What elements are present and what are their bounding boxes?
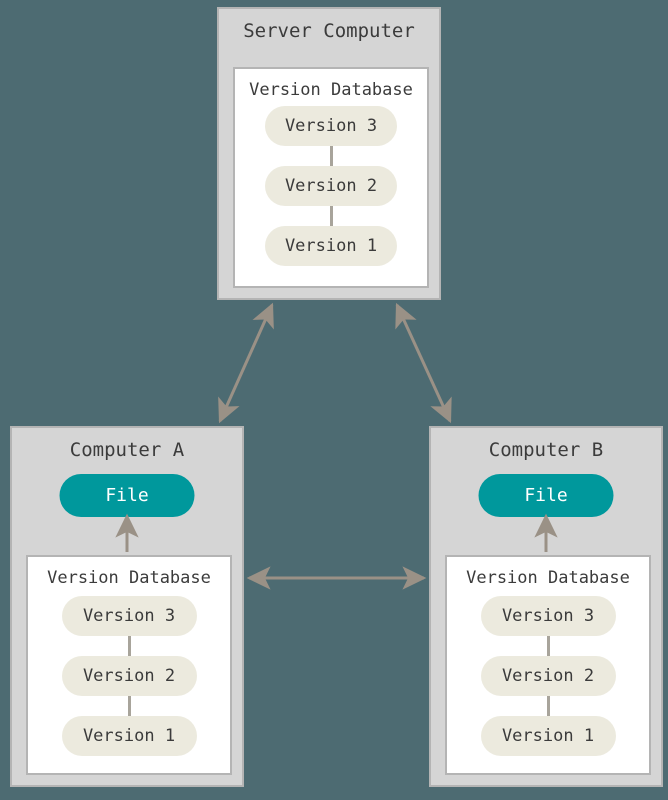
computer-a-title: Computer A: [69, 439, 185, 461]
version-connector-line: [128, 636, 131, 656]
version-pill: Version 1: [265, 226, 397, 266]
version-connector-line: [330, 146, 333, 166]
version-connector-gap: [447, 696, 649, 716]
computer-a-version-list: Version 3 Version 2 Version 1: [28, 596, 230, 756]
computer-a-version-database-box: Version Database Version 3 Version 2 Ver…: [26, 555, 232, 775]
version-connector-line: [547, 636, 550, 656]
version-pill: Version 2: [265, 166, 397, 206]
computer-b-version-database-box: Version Database Version 3 Version 2 Ver…: [445, 555, 651, 775]
version-pill: Version 2: [480, 656, 616, 696]
version-connector-line: [128, 696, 131, 716]
version-connector-line: [330, 206, 333, 226]
computer-b-title: Computer B: [488, 439, 604, 461]
server-version-list: Version 3 Version 2 Version 1: [235, 106, 427, 266]
computer-a-box: Computer A File Version Database Version…: [10, 426, 244, 787]
computer-b-version-list: Version 3 Version 2 Version 1: [447, 596, 649, 756]
version-pill: Version 3: [265, 106, 397, 146]
version-connector-gap: [235, 206, 427, 226]
computer-a-file-pill: File: [59, 474, 195, 517]
version-connector-gap: [235, 146, 427, 166]
computer-a-version-database-title: Version Database: [47, 568, 211, 588]
arrow-server-to-computer-a: [218, 302, 274, 424]
arrow-server-to-computer-b: [395, 302, 452, 424]
version-connector-gap: [28, 696, 230, 716]
version-pill: Version 3: [61, 596, 197, 636]
server-version-database-title: Version Database: [249, 80, 413, 100]
computer-b-file-pill: File: [478, 474, 614, 517]
version-pill: Version 2: [61, 656, 197, 696]
version-connector-gap: [447, 636, 649, 656]
version-pill: Version 1: [480, 716, 616, 756]
server-version-database-box: Version Database Version 3 Version 2 Ver…: [233, 67, 429, 288]
computer-b-version-database-title: Version Database: [466, 568, 630, 588]
version-pill: Version 1: [61, 716, 197, 756]
computer-b-box: Computer B File Version Database Version…: [429, 426, 663, 787]
version-pill: Version 3: [480, 596, 616, 636]
version-connector-gap: [28, 636, 230, 656]
server-computer-title: Server Computer: [243, 20, 415, 42]
server-computer-box: Server Computer Version Database Version…: [217, 7, 441, 300]
version-connector-line: [547, 696, 550, 716]
